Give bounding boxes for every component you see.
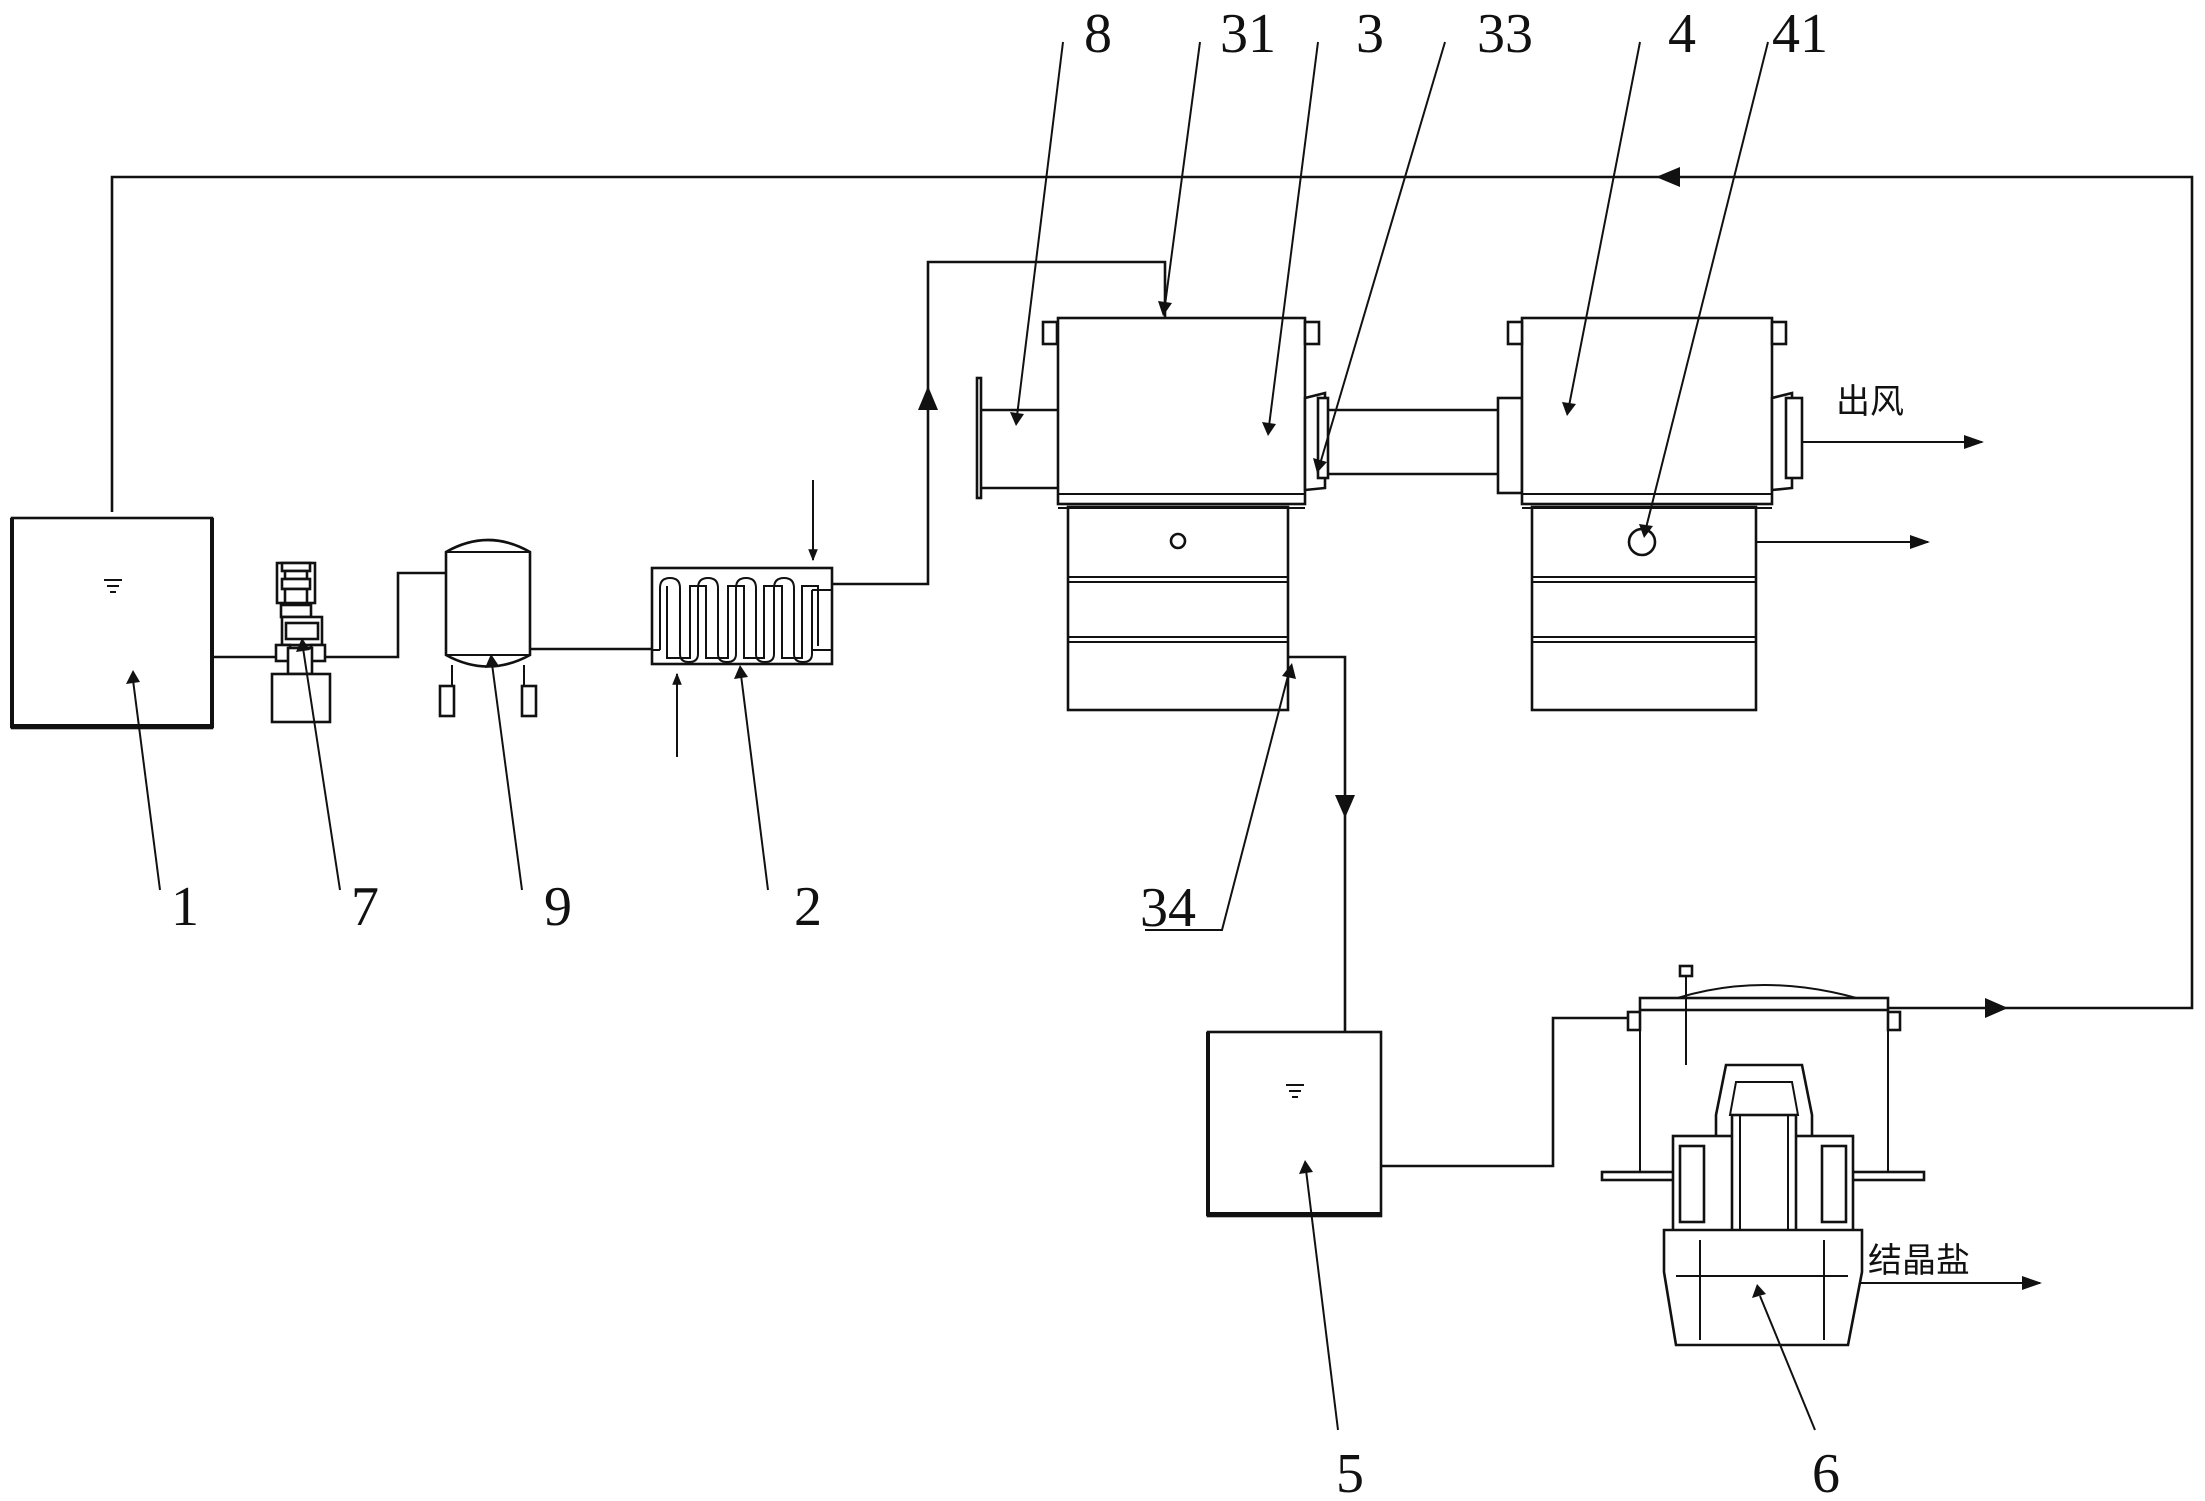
label-6: 6	[1812, 1443, 1840, 1501]
recycle-arrow-left	[1656, 167, 1680, 187]
label-7: 7	[351, 876, 379, 938]
crystal-salt-label: 结晶盐	[1868, 1241, 1970, 1281]
label-1: 1	[171, 876, 199, 938]
label-33: 33	[1477, 3, 1533, 65]
feed-tank-1	[10, 516, 214, 730]
pump-7	[270, 561, 332, 724]
label-2: 2	[794, 876, 822, 938]
label-5: 5	[1336, 1443, 1364, 1501]
sight-port	[1169, 532, 1187, 550]
outlet-41	[1627, 527, 1657, 557]
label-34: 34	[1140, 877, 1196, 939]
crystallizer-6	[1600, 964, 1926, 1347]
label-9: 9	[544, 876, 572, 938]
heat-exchanger-2	[650, 566, 834, 666]
pipelines	[110, 167, 2194, 1290]
demister-4	[1496, 316, 1804, 712]
inlet-flange	[975, 376, 983, 500]
pipe-pump-vessel	[320, 571, 446, 659]
evaporator-3	[975, 316, 1330, 712]
water-level-icon	[1286, 1084, 1304, 1098]
label-4: 4	[1668, 3, 1696, 65]
label-31: 31	[1220, 3, 1276, 65]
pipe-evaporator-tank5	[1284, 655, 1347, 1032]
duct-3-4	[1325, 408, 1498, 476]
unit-4-upper	[1520, 316, 1774, 506]
tank-5	[1206, 1030, 1383, 1218]
number-labels: 1 7 9 2 8 31 3 33 4 41 34 5 6	[171, 3, 1840, 1501]
leader-lines	[126, 41, 1816, 1431]
inlet-duct-8	[981, 408, 1058, 490]
recycle-arrow-right	[1985, 998, 2008, 1018]
air-out-label: 出风	[1836, 382, 1904, 422]
recycle-pipe	[110, 175, 2194, 1010]
label-8: 8	[1084, 3, 1112, 65]
tank-1-body	[10, 516, 214, 730]
output-labels: 出风 结晶盐	[1836, 382, 1970, 1281]
feed-up-arrow	[918, 386, 938, 410]
water-level-icon	[104, 579, 122, 593]
pipe-tank5-crystallizer	[1381, 1016, 1628, 1168]
label-41: 41	[1772, 3, 1828, 65]
label-3: 3	[1356, 3, 1384, 65]
pressure-vessel-9	[438, 538, 538, 718]
down-arrow	[1335, 795, 1355, 818]
inlet-flange-4	[1496, 396, 1524, 495]
evaporator-3-upper	[1056, 316, 1307, 506]
pipe-exchanger-evaporator	[832, 260, 1167, 586]
